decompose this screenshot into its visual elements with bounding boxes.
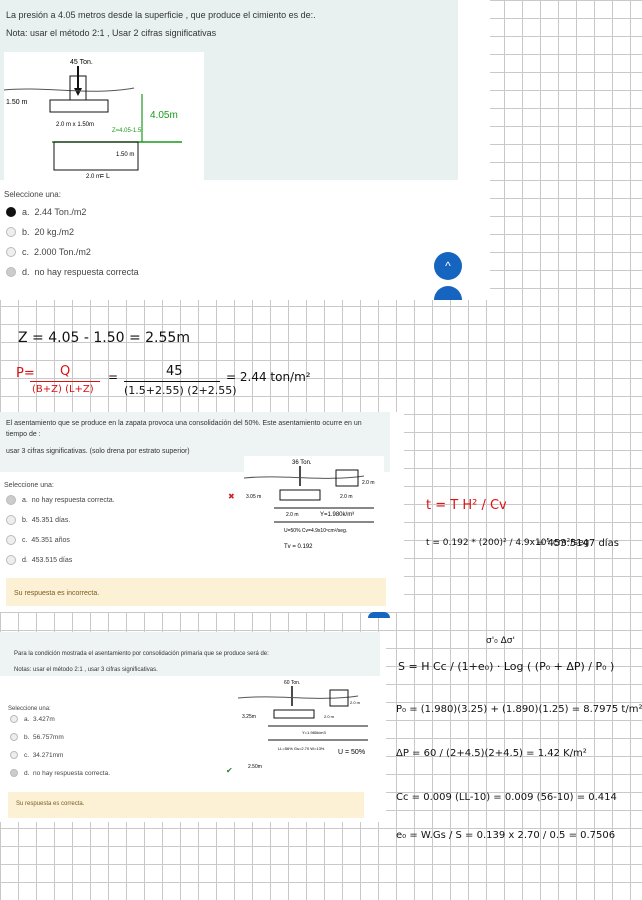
- scroll-top-button[interactable]: ^: [434, 252, 462, 280]
- q2-option-a[interactable]: a. no hay respuesta correcta.: [6, 490, 115, 510]
- question-3-options: a. 3.427m b. 56.757mm c. 34.271mm d. no …: [10, 710, 110, 782]
- hand1-result: = 2.44 ton/m²: [226, 370, 311, 384]
- question-3-note: Notas: usar el método 2:1 , usar 3 cifra…: [14, 666, 158, 673]
- radio-icon[interactable]: [10, 733, 18, 741]
- q2-tv: Tv = 0.192: [284, 544, 313, 550]
- hand3-e0: e₀ = W.Gs / S = 0.139 x 2.70 / 0.5 = 0.7…: [396, 830, 616, 841]
- q1-option-c[interactable]: c. 2.000 Ton./m2: [6, 242, 139, 262]
- q1-option-a[interactable]: a. 2.44 Ton./m2: [6, 202, 139, 222]
- radio-icon[interactable]: [10, 715, 18, 723]
- radio-icon[interactable]: [10, 769, 18, 777]
- q1-footing: 2.0 m x 1.50m: [56, 122, 94, 128]
- radio-icon[interactable]: [6, 247, 16, 257]
- question-1-note: Nota: usar el método 2:1 , Usar 2 cifras…: [6, 28, 217, 39]
- q3-d2: 2.0 m: [324, 714, 335, 719]
- q3-d1: 3.25m: [242, 714, 256, 720]
- hand2-t-calc: t = 0.192 * (200)² / 4.9x10⁵ cm²/seg: [426, 538, 590, 548]
- q2-d1: 3.05 m: [246, 494, 261, 500]
- q1-base: 2.0 m: [86, 174, 101, 180]
- question-2-note: usar 3 cifras significativas. (solo dren…: [6, 448, 190, 456]
- radio-icon[interactable]: [6, 495, 16, 505]
- question-2-diagram: 36 Ton. 2.0 m 3.05 m 2.0 m 2.0 m Y=1.980…: [243, 456, 384, 556]
- radio-icon[interactable]: [6, 515, 16, 525]
- q2-d2: 2.0 m: [286, 512, 299, 518]
- question-3-title: Para la condición mostrada el asentamien…: [14, 651, 269, 657]
- q3-u: U = 50%: [338, 749, 365, 756]
- q3-option-d[interactable]: d. no hay respuesta correcta.: [10, 764, 110, 782]
- hand3-cc: Cc = 0.009 (LL-10) = 0.009 (56-10) = 0.4…: [396, 792, 617, 803]
- correct-answer-icon: ✔: [226, 766, 233, 775]
- question-3-header: Para la condición mostrada el asentamien…: [0, 632, 380, 676]
- question-1-panel: La presión a 4.05 metros desde la superf…: [0, 0, 490, 300]
- q3-option-c[interactable]: c. 34.271mm: [10, 746, 110, 764]
- q3-option-a[interactable]: a. 3.427m: [10, 710, 110, 728]
- q2-u: U=50% Cv=4.9x10⁵cm²/seg.: [284, 528, 347, 534]
- q2-load: 36 Ton.: [292, 460, 312, 466]
- question-1-diagram: 45 Ton. 1.50 m 2.0 m x 1.50m Z=4.05-1.5 …: [3, 52, 204, 180]
- hand3-p0: P₀ = (1.980)(3.25) + (1.890)(1.25) = 8.7…: [396, 704, 642, 715]
- scroll-button-partial[interactable]: [368, 612, 390, 618]
- q1-depth-left: 1.50 m: [6, 99, 28, 106]
- q1-z-label: Z=4.05-1.5: [112, 128, 142, 134]
- q3-option-b[interactable]: b. 56.757mm: [10, 728, 110, 746]
- radio-icon[interactable]: [6, 267, 16, 277]
- question-2-feedback: Su respuesta es incorrecta.: [6, 578, 386, 606]
- hand1-z-equation: Z = 4.05 - 1.50 = 2.55m: [18, 330, 190, 346]
- q2-gamma: Y=1.980k/m³: [320, 512, 354, 518]
- question-1-header: La presión a 4.05 metros desde la superf…: [0, 0, 458, 180]
- q3-ll: LL=56% Gs=2.70 W=13%: [278, 746, 325, 751]
- hand1-numerator: 45: [166, 364, 183, 379]
- question-2-select-label: Seleccione una:: [4, 482, 54, 489]
- question-2-title: El asentamiento que se produce en la zap…: [6, 420, 362, 439]
- radio-icon[interactable]: [6, 535, 16, 545]
- radio-selected-icon[interactable]: [6, 207, 16, 217]
- radio-icon[interactable]: [6, 555, 16, 565]
- hand3-s-formula: S = H Cc / (1+e₀) · Log ( (P₀ + ΔP) / P₀…: [398, 660, 615, 673]
- hand2-t-formula: t = T H² / Cv: [426, 498, 507, 513]
- q2-d4: 2.0 m: [362, 480, 375, 486]
- q2-option-d[interactable]: d. 453.515 días: [6, 550, 115, 570]
- question-1-title: La presión a 4.05 metros desde la superf…: [6, 10, 316, 20]
- question-1-select-label: Seleccione una:: [4, 190, 61, 199]
- chevron-up-icon: ^: [445, 259, 451, 273]
- hand2-t-formula-text: t = T H² / Cv: [426, 498, 507, 513]
- hand1-p-label: P=: [16, 366, 35, 381]
- q1-base-hand: = L: [100, 173, 110, 180]
- question-2-options: a. no hay respuesta correcta. b. 45.351 …: [6, 490, 115, 570]
- question-2-panel: El asentamiento que se produce en la zap…: [0, 412, 404, 618]
- q2-d3: 2.0 m: [340, 494, 353, 500]
- hand1-denominator: (1.5+2.55) (2+2.55): [124, 384, 237, 397]
- hand2-t-result: = 453.5147 días: [536, 538, 619, 549]
- q1-right-depth: 4.05m: [150, 110, 178, 121]
- hand1-red-denominator: (B+Z) (L+Z): [32, 384, 94, 395]
- question-1-options: a. 2.44 Ton./m2 b. 20 kg./m2 c. 2.000 To…: [6, 202, 139, 282]
- scroll-button-partial[interactable]: [434, 286, 462, 300]
- question-3-panel: Para la condición mostrada el asentamien…: [0, 632, 386, 822]
- q3-d4: 2.50m: [248, 764, 262, 770]
- q1-load: 45 Ton.: [70, 59, 93, 66]
- hand3-delta-p: ΔP = 60 / (2+4.5)(2+4.5) = 1.42 K/m²: [396, 748, 587, 759]
- q3-d3: 2.0 m: [350, 700, 361, 705]
- hand3-top-symbols: σ'₀ Δσ': [486, 636, 515, 646]
- radio-icon[interactable]: [10, 751, 18, 759]
- question-3-feedback: Su respuesta es correcta.: [8, 792, 364, 818]
- q2-option-b[interactable]: b. 45.351 días.: [6, 510, 115, 530]
- hand1-red-fraction-bar: [30, 381, 100, 382]
- q1-lower-depth: 1.50 m: [116, 152, 134, 158]
- q1-option-d[interactable]: d. no hay respuesta correcta: [6, 262, 139, 282]
- radio-icon[interactable]: [6, 227, 16, 237]
- q2-option-c[interactable]: c. 45.351 años: [6, 530, 115, 550]
- q1-option-b[interactable]: b. 20 kg./m2: [6, 222, 139, 242]
- wrong-answer-icon: ✖: [228, 492, 235, 501]
- q3-gamma: Y=1.980k/m3: [302, 730, 326, 735]
- q3-load: 60 Ton.: [284, 680, 300, 686]
- hand1-fraction-bar: [124, 381, 220, 382]
- hand1-q: Q: [60, 364, 71, 379]
- question-3-diagram: 60 Ton. 2.0 m 3.25m 2.0 m Y=1.980k/m3 LL…: [237, 676, 378, 780]
- question-3-select-label: Seleccione una:: [8, 706, 51, 712]
- hand1-equals: =: [108, 370, 119, 384]
